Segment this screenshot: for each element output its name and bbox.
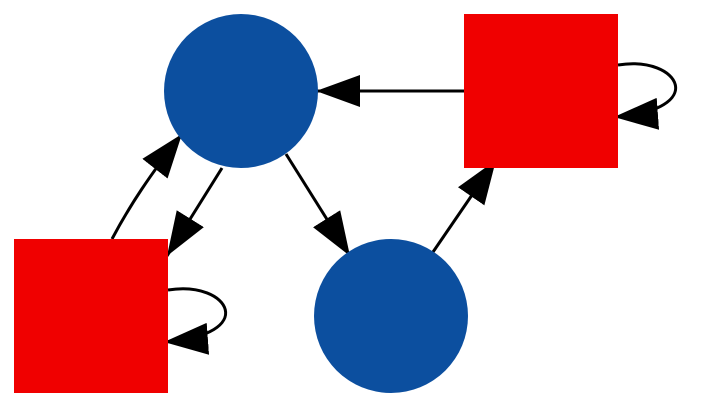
square-node-s2: [14, 239, 168, 393]
circle-node-c1: [164, 14, 318, 168]
square-node-s1: [464, 14, 618, 168]
edge-c2-to-s1: [431, 159, 498, 253]
edge-s1-to-s1: [613, 62, 678, 130]
edge-c1-to-s2: [165, 167, 224, 257]
edge-s2-to-c1: [110, 133, 184, 240]
edge-c1-to-c2: [284, 153, 352, 257]
circle-node-c2: [314, 239, 468, 393]
edge-s2-to-s2: [163, 287, 228, 355]
